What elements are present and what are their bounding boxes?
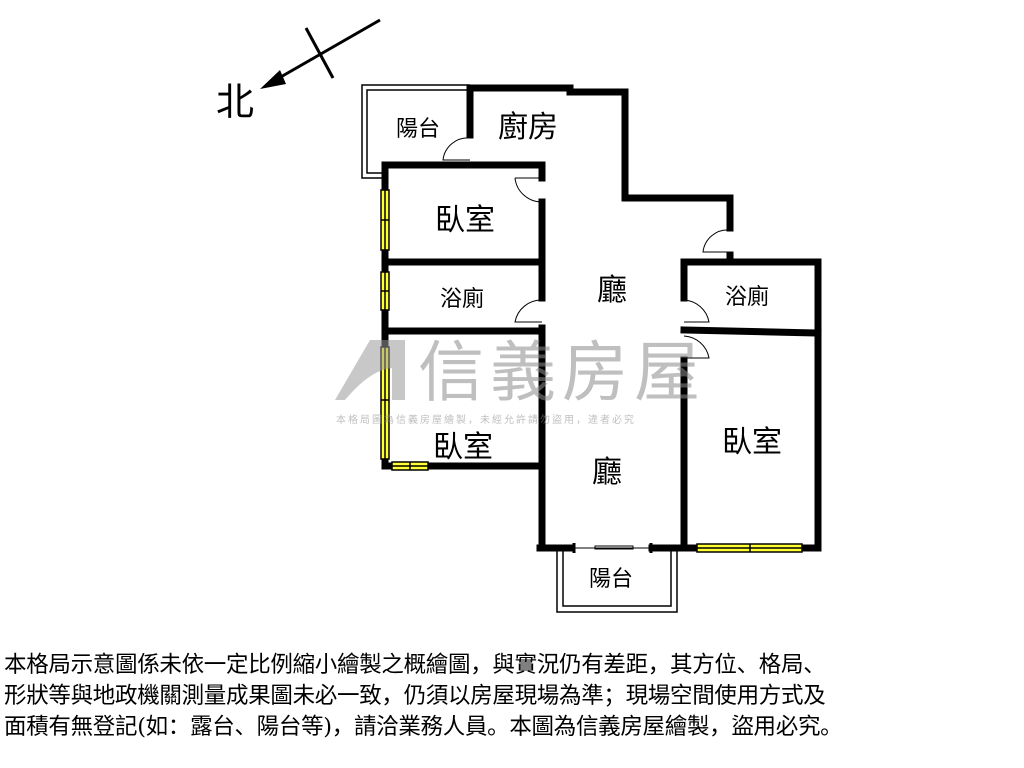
- north-arrow-icon: [260, 18, 381, 89]
- watermark-brand: 信義房屋: [418, 334, 706, 411]
- room-label-kitchen: 廚房: [498, 110, 558, 145]
- room-label-bedroom-2: 臥室: [433, 430, 493, 465]
- floor-plan: 北: [216, 18, 822, 613]
- balcony-bottom-outline: [556, 550, 678, 613]
- room-label-bathroom-1: 浴廁: [440, 287, 484, 312]
- disclaimer: 本格局示意圖係未依一定比例縮小繪製之概繪圖，與實況仍有差距，其方位、格局、 形狀…: [4, 650, 1024, 743]
- room-label-bedroom-3: 臥室: [722, 425, 782, 460]
- room-label-living-lower: 廳: [592, 455, 622, 490]
- doors: [442, 137, 731, 553]
- room-label-bedroom-1: 臥室: [435, 203, 495, 238]
- watermark-notice: 本格局圖為信義房屋繪製，未經允許請勿盜用，違者必究: [336, 413, 636, 426]
- room-label-living-upper: 廳: [597, 273, 627, 308]
- disclaimer-line: 面積有無登記(如：露台、陽台等)，請洽業務人員。本圖為信義房屋繪製，盜用必究。: [4, 714, 843, 740]
- balcony-top-outline: [361, 84, 470, 179]
- room-label-bathroom-2: 浴廁: [725, 285, 769, 310]
- room-label-balcony-bottom: 陽台: [589, 567, 633, 592]
- north-label: 北: [216, 80, 254, 124]
- watermark-logo: 信義房屋 本格局圖為信義房屋繪製，未經允許請勿盜用，違者必究: [335, 334, 706, 426]
- disclaimer-line: 形狀等與地政機關測量成果圖未必一致，仍須以房屋現場為準；現場空間使用方式及: [4, 683, 826, 709]
- room-label-balcony-top: 陽台: [396, 117, 440, 142]
- disclaimer-line: 本格局示意圖係未依一定比例縮小繪製之概繪圖，與實況仍有差距，其方位、格局、: [4, 652, 826, 678]
